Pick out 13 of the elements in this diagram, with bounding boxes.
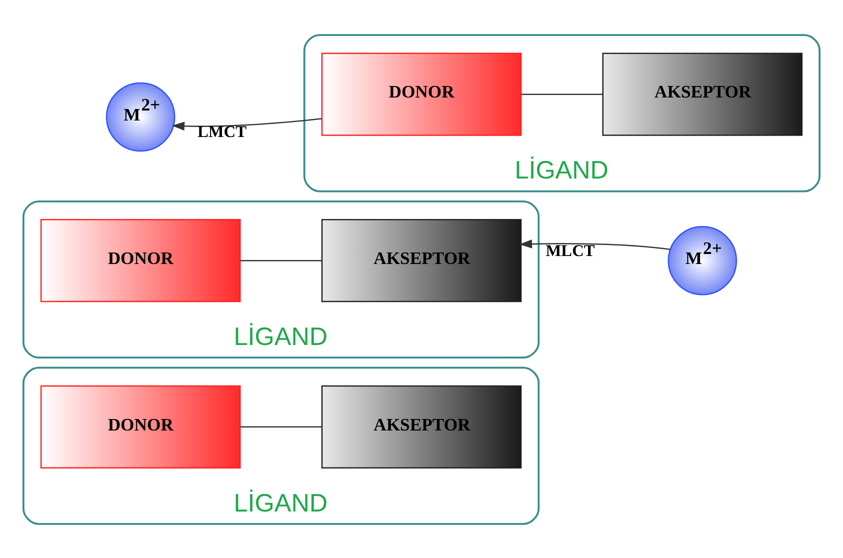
connector — [240, 426, 322, 428]
arrow — [172, 118, 322, 130]
node-box: AKSEPTOR — [321, 384, 522, 468]
node-box: DONOR — [40, 218, 241, 302]
node-box: AKSEPTOR — [602, 52, 803, 136]
node-box: DONOR — [321, 52, 522, 136]
edge-label: MLCT — [546, 240, 595, 260]
connector — [240, 259, 322, 261]
node-box: DONOR — [40, 384, 241, 468]
arrow — [519, 239, 670, 250]
edge-label: LMCT — [197, 121, 247, 140]
node-box: AKSEPTOR — [321, 218, 522, 302]
connector — [521, 93, 603, 94]
